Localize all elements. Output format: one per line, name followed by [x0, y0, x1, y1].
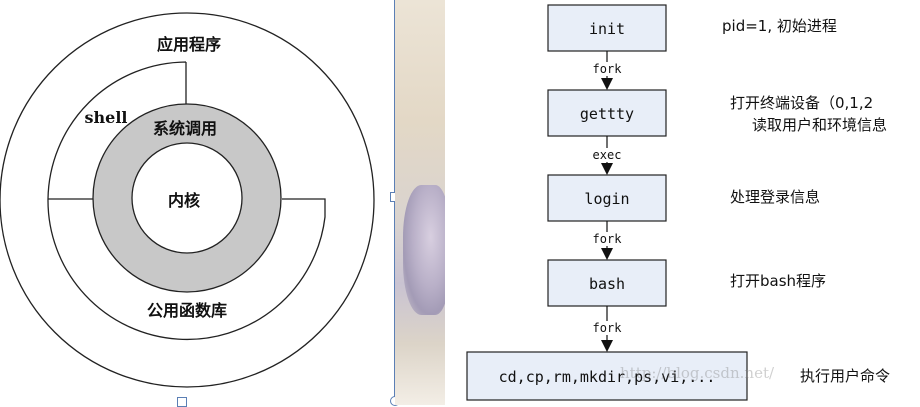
- kernel-core: [131, 142, 243, 254]
- resize-handle-bottom[interactable]: [177, 397, 187, 407]
- arrow-label-fork-3: fork: [593, 321, 623, 335]
- gettty-description-line1: 打开终端设备（0,1,2: [730, 94, 874, 112]
- process-flow-diagram: fork exec fork fork init gettty login ba…: [445, 0, 920, 405]
- init-description: pid=1, 初始进程: [722, 17, 837, 35]
- arrow-label-fork-1: fork: [593, 62, 623, 76]
- init-label: init: [589, 20, 625, 38]
- login-label: login: [584, 190, 629, 208]
- gettty-label: gettty: [580, 105, 634, 123]
- arrow-label-fork-2: fork: [593, 232, 623, 246]
- background-photo-strip: [395, 0, 449, 405]
- bash-box: [547, 259, 667, 307]
- login-box: [547, 174, 667, 222]
- commands-description: 执行用户命令: [800, 367, 891, 385]
- gettty-description-line2: 读取用户和环境信息: [752, 116, 888, 134]
- os-layer-diagram: 应用程序 shell 系统调用 内核 公用函数库: [0, 0, 395, 405]
- commands-label: cd,cp,rm,mkdir,ps,vi,...: [499, 368, 716, 386]
- init-box: [547, 4, 667, 52]
- kernel-label: 内核: [168, 191, 200, 210]
- arrow-label-exec: exec: [593, 148, 622, 162]
- watermark-text: http://blog.csdn.net/: [620, 364, 775, 382]
- gettty-box: [547, 89, 667, 137]
- commands-box: [466, 351, 748, 401]
- application-label: 应用程序: [157, 35, 221, 54]
- syscall-label: 系统调用: [153, 119, 217, 138]
- os-layer-svg: 应用程序 shell 系统调用 内核 公用函数库: [0, 12, 375, 388]
- process-flow-svg: fork exec fork fork init gettty login ba…: [466, 4, 748, 401]
- shell-library-boundary: [47, 61, 326, 341]
- login-description: 处理登录信息: [730, 188, 821, 206]
- shell-label: shell: [85, 108, 128, 127]
- bash-description: 打开bash程序: [730, 272, 827, 290]
- library-label: 公用函数库: [147, 301, 227, 320]
- bash-label: bash: [589, 275, 625, 293]
- photo-figure: [403, 185, 449, 315]
